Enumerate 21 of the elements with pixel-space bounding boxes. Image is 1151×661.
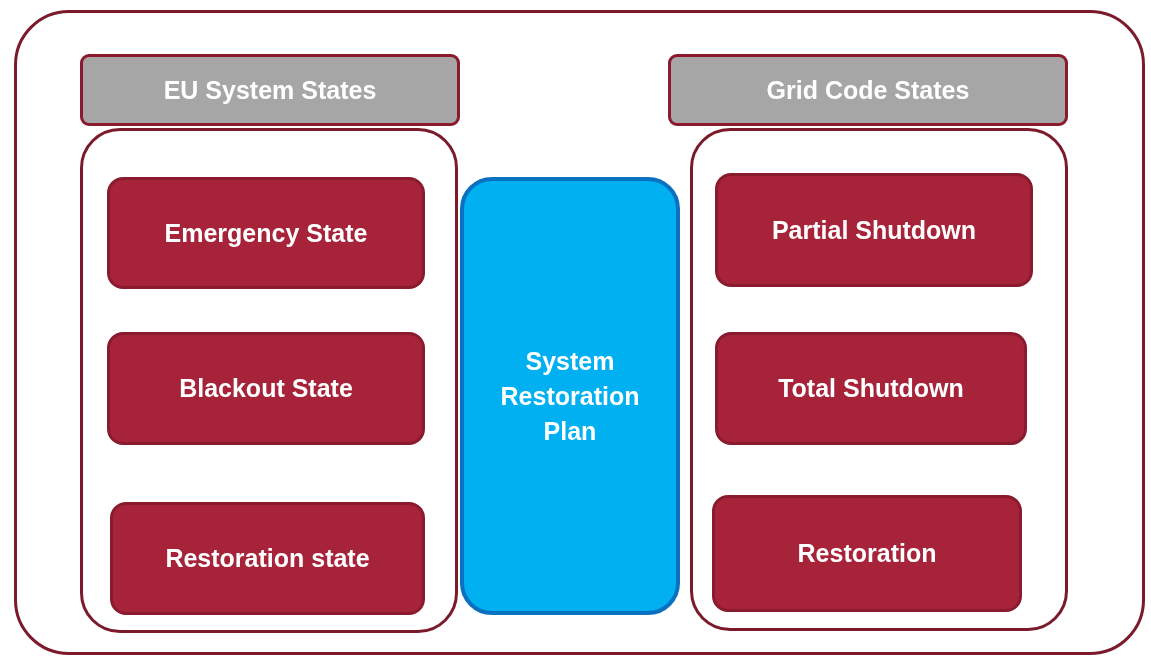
group-container [80, 128, 458, 633]
state-label: Emergency State [163, 217, 369, 249]
state-box [107, 177, 425, 289]
header-box [668, 54, 1068, 126]
state-box [715, 332, 1027, 445]
state-box [107, 332, 425, 445]
state-label: System Restoration Plan [499, 345, 641, 447]
state-label: Restoration [796, 538, 938, 569]
heading: Grid Code States [765, 74, 971, 106]
state-label: Blackout State [178, 373, 354, 404]
heading: EU System States [162, 74, 378, 106]
state-box [110, 502, 425, 615]
state-box [712, 495, 1022, 612]
state-box [715, 173, 1033, 287]
state-label: Total Shutdown [777, 373, 965, 404]
outer-frame [14, 10, 1145, 655]
plan-box [460, 177, 680, 615]
group-container [690, 128, 1068, 631]
state-label: Partial Shutdown [770, 214, 978, 246]
state-label: Restoration state [164, 543, 371, 574]
header-box [80, 54, 460, 126]
